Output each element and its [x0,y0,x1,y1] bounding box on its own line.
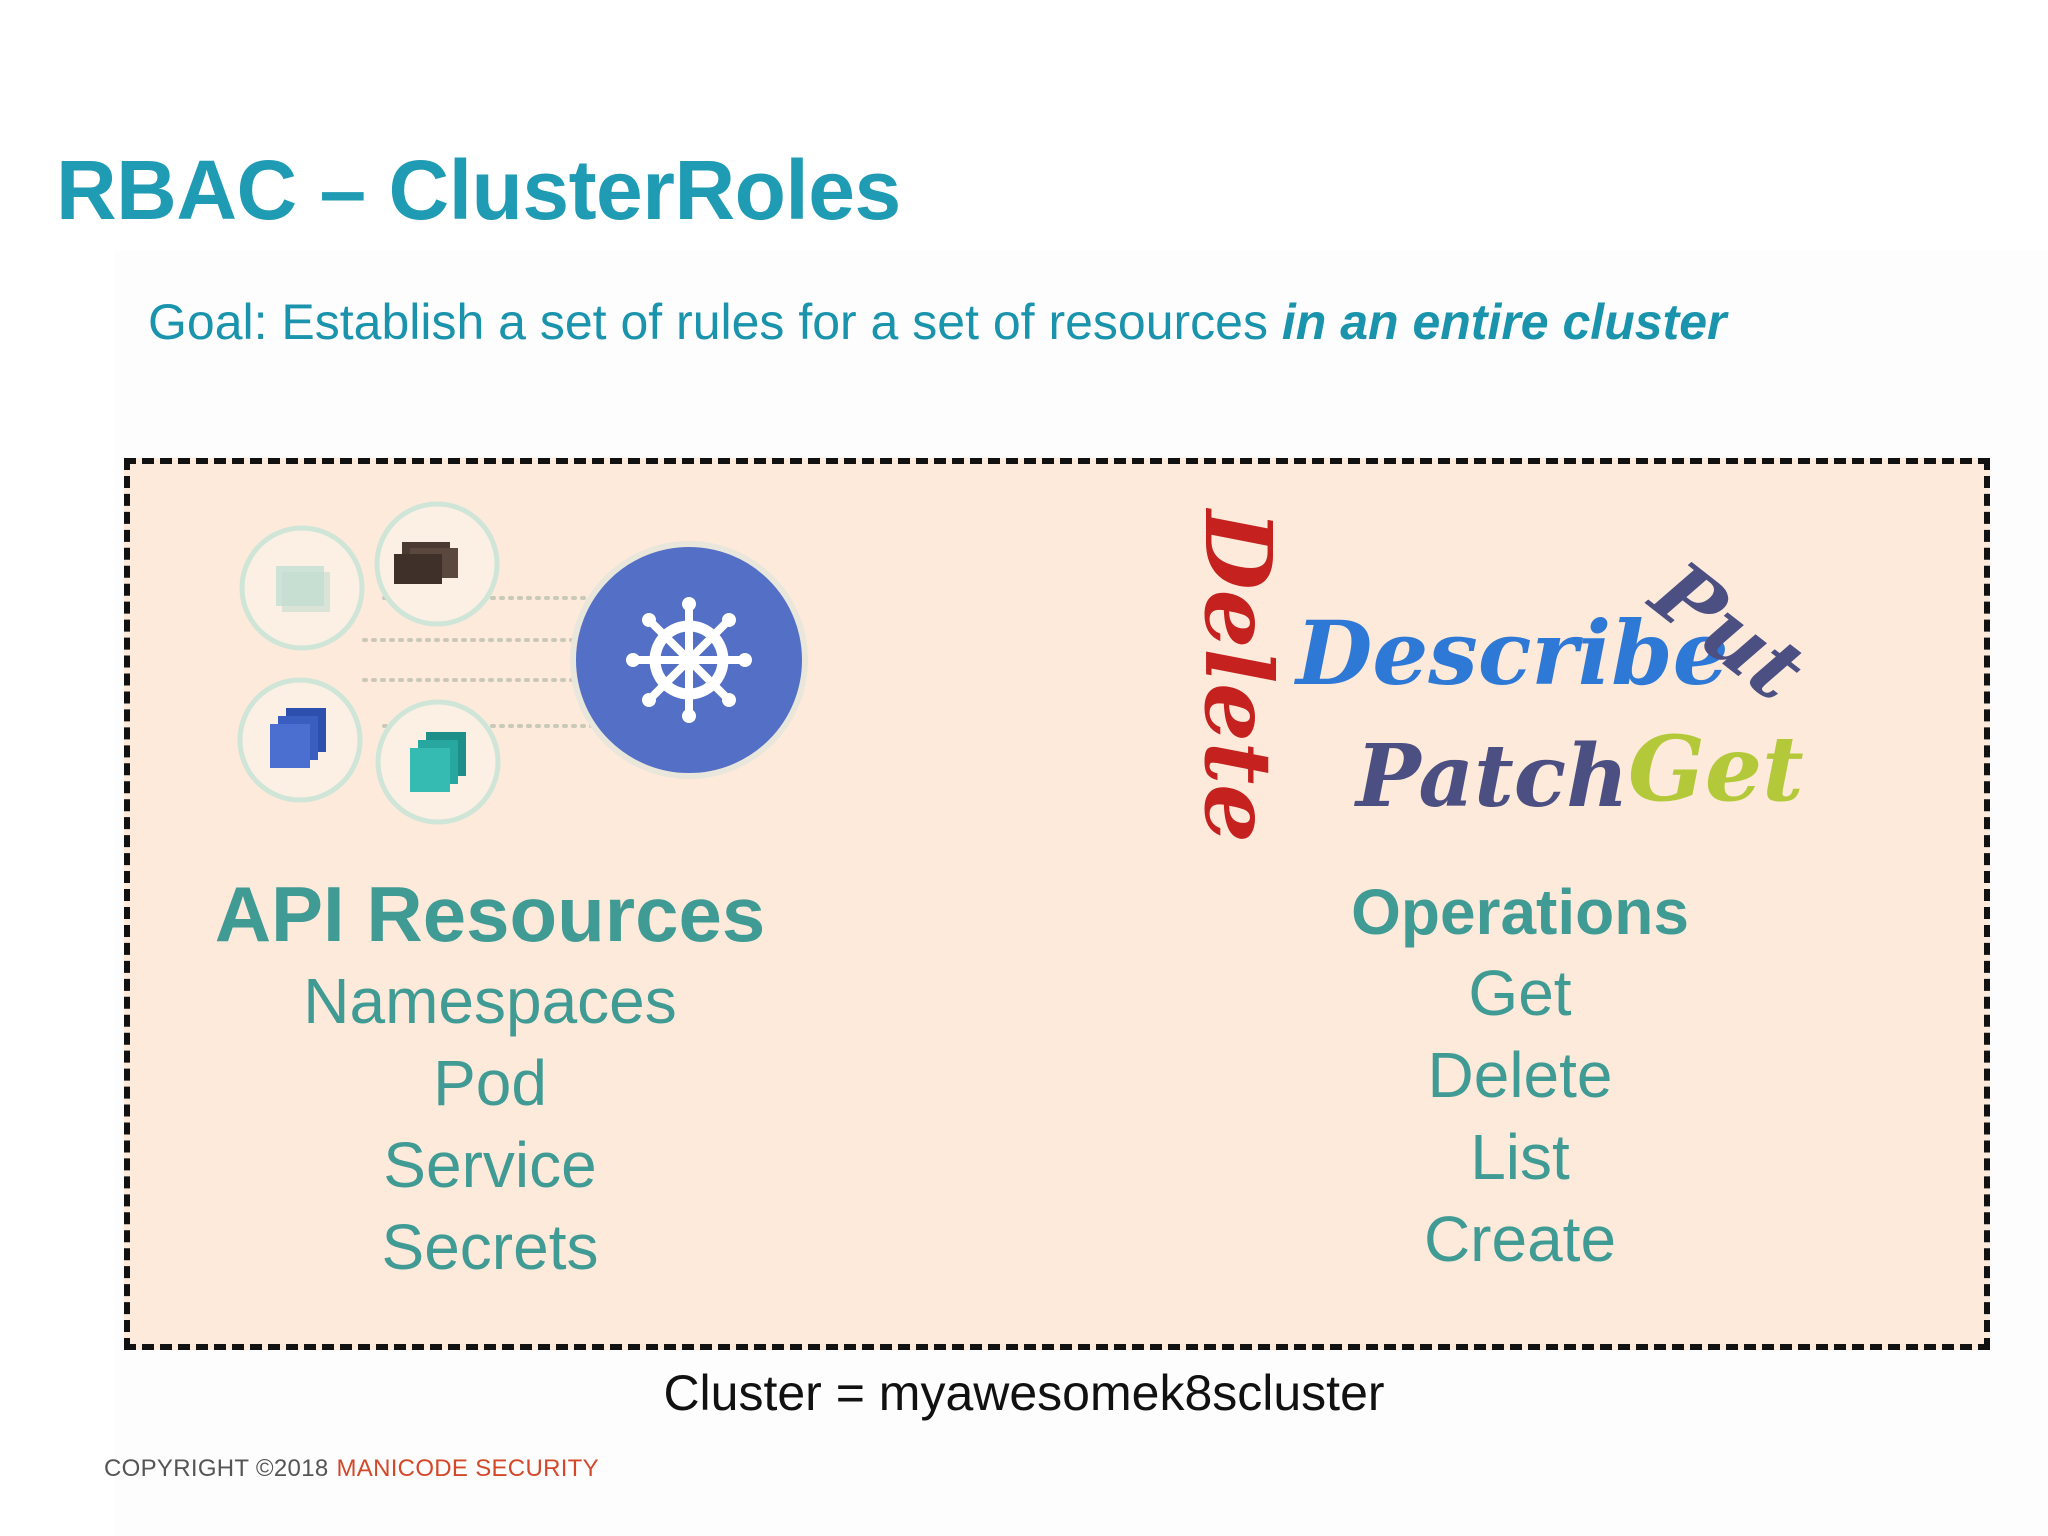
copyright-text: COPYRIGHT ©2018 [104,1455,329,1482]
api-resources-column: API Resources Namespaces Pod Service Sec… [140,868,840,1288]
resource-circle-2 [374,501,500,627]
word-delete: Delete [1184,507,1292,843]
word-get: Get [1628,716,1804,822]
operations-word-art: Delete Describe Put Patch Get [1184,507,1808,843]
operation-item: List [1470,1121,1570,1193]
resource-circle-1 [239,525,365,651]
resource-item: Secrets [381,1211,599,1283]
operations-heading: Operations [1351,876,1689,948]
slide-title: RBAC – ClusterRoles [56,143,901,237]
copyright-footer: COPYRIGHT ©2018 MANICODE SECURITY [104,1455,599,1483]
operation-item: Create [1423,1203,1617,1275]
goal-text: Goal: Establish a set of rules for a set… [148,294,1282,350]
connector-lines [362,596,606,728]
cluster-label: Cluster = myawesomek8scluster [663,1365,1385,1421]
goal-emphasis: in an entire cluster [1281,294,1727,350]
resource-item: Namespaces [303,965,677,1037]
resource-circle-3 [237,677,363,803]
word-patch: Patch [1353,726,1629,827]
word-describe: Describe [1293,601,1729,705]
api-resources-heading: API Resources [214,870,766,958]
resource-item: Pod [433,1047,547,1119]
resource-item: Service [383,1129,597,1201]
kubernetes-helm-icon [570,541,808,779]
goal-statement: Goal: Establish a set of rules for a set… [148,293,1726,351]
operation-item: Get [1468,957,1572,1029]
resource-circle-4 [375,699,501,825]
operations-column: Operations Get Delete List Create [1170,872,1870,1280]
api-resources-graphic [237,501,808,825]
brand-name: MANICODE SECURITY [336,1455,599,1482]
operation-item: Delete [1427,1039,1613,1111]
